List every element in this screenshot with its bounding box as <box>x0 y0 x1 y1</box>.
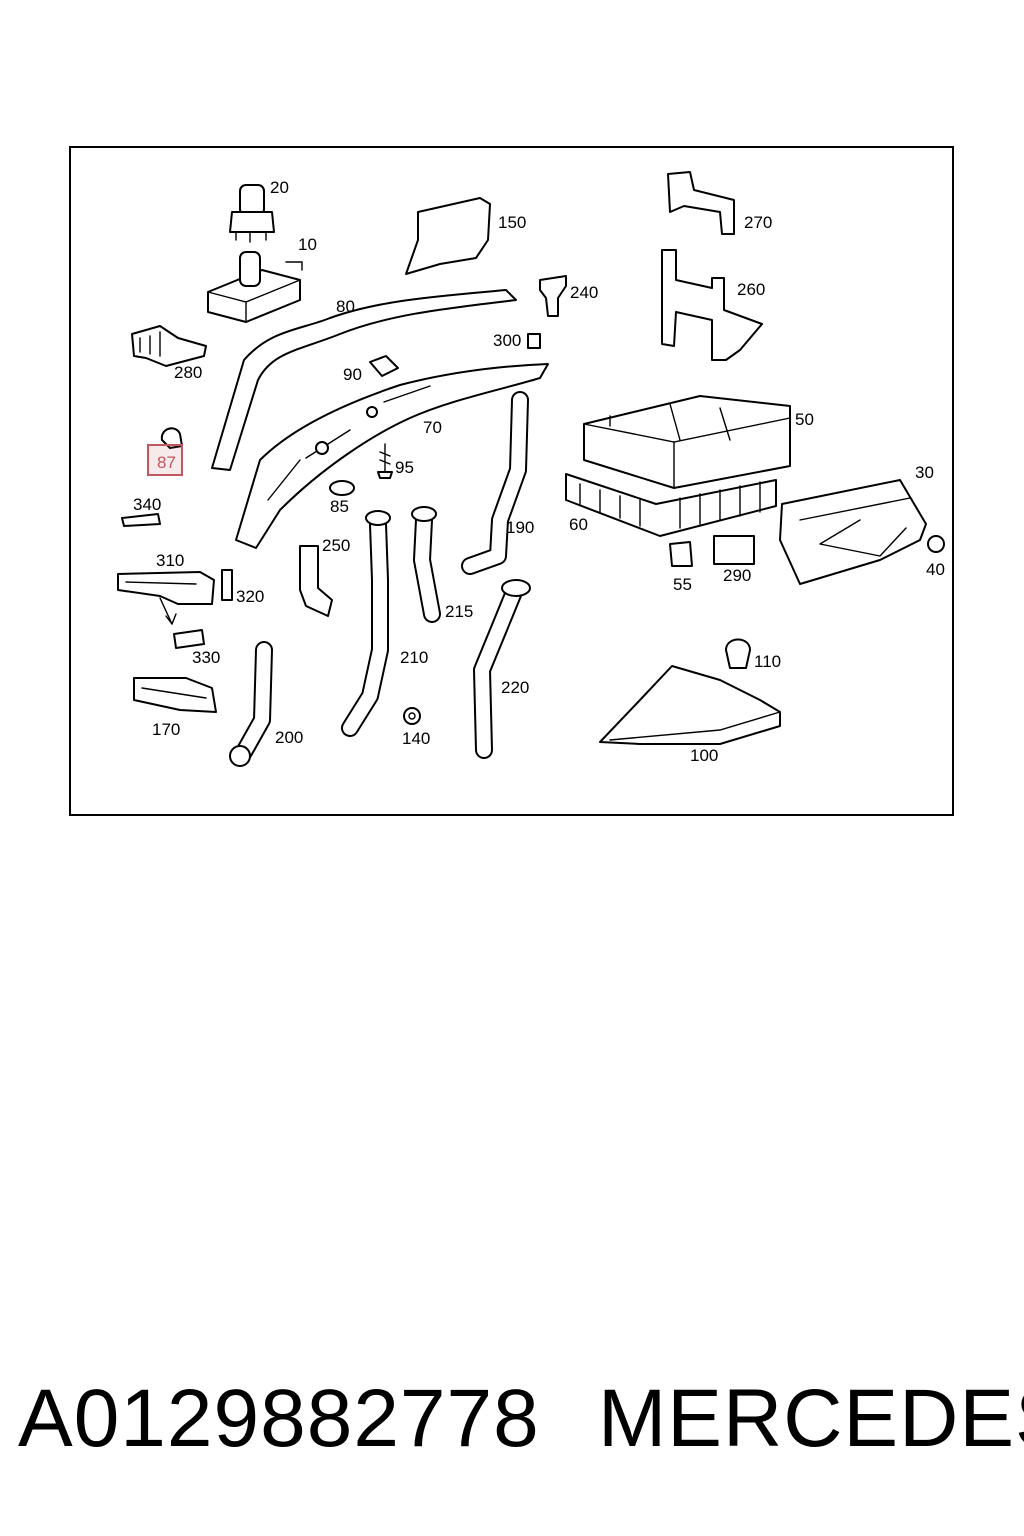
part-190-drawing <box>461 391 529 575</box>
part-215-drawing <box>411 506 441 623</box>
parts-diagram: 20 10 280 87 340 310 320 330 1 <box>117 171 945 767</box>
part-95-drawing <box>377 443 393 479</box>
callout-330: 330 <box>192 648 220 667</box>
part-240-drawing <box>539 275 567 317</box>
callout-95: 95 <box>395 458 414 477</box>
callout-55: 55 <box>673 575 692 594</box>
callout-10: 10 <box>298 235 317 254</box>
callout-70: 70 <box>423 418 442 437</box>
footer: A0129882778 MERCEDES <box>18 1372 1024 1464</box>
part-140-drawing <box>403 707 421 725</box>
callout-20: 20 <box>270 178 289 197</box>
callout-270: 270 <box>744 213 772 232</box>
callout-150: 150 <box>498 213 526 232</box>
callout-87-highlight-box <box>147 444 183 476</box>
part-330-drawing <box>173 629 205 649</box>
callout-210: 210 <box>400 648 428 667</box>
part-170-drawing <box>133 677 217 713</box>
part-320-drawing <box>221 569 233 601</box>
callout-260: 260 <box>737 280 765 299</box>
callout-300: 300 <box>493 331 521 350</box>
callout-320: 320 <box>236 587 264 606</box>
diagram-border <box>69 146 954 816</box>
callout-140: 140 <box>402 729 430 748</box>
part-310-drawing <box>117 571 215 625</box>
callout-80: 80 <box>336 297 355 316</box>
part-100-drawing <box>599 665 781 745</box>
callout-60: 60 <box>569 515 588 534</box>
part-290-drawing <box>713 535 755 565</box>
callout-85: 85 <box>330 497 349 516</box>
callout-290: 290 <box>723 566 751 585</box>
part-50-drawing <box>583 395 791 489</box>
callout-220: 220 <box>501 678 529 697</box>
callout-40: 40 <box>926 560 945 579</box>
part-20-drawing <box>229 184 275 243</box>
part-150-drawing <box>405 197 491 275</box>
callout-340: 340 <box>133 495 161 514</box>
part-number: A0129882778 <box>18 1373 540 1464</box>
part-260-drawing <box>661 249 763 361</box>
part-340-drawing <box>121 513 161 527</box>
callout-110: 110 <box>754 652 781 671</box>
callout-170: 170 <box>152 720 180 739</box>
callout-310: 310 <box>156 551 184 570</box>
callout-200: 200 <box>275 728 303 747</box>
part-40-drawing <box>927 535 945 553</box>
callout-30: 30 <box>915 463 934 482</box>
part-30-drawing <box>779 479 927 585</box>
callout-250: 250 <box>322 536 350 555</box>
callout-50: 50 <box>795 410 814 429</box>
part-90-drawing <box>369 355 399 377</box>
part-280-drawing <box>131 325 207 367</box>
part-200-drawing <box>229 641 273 767</box>
part-220-drawing <box>473 579 531 759</box>
part-210-drawing <box>341 510 391 737</box>
callout-100: 100 <box>690 746 718 765</box>
part-60-drawing <box>565 473 777 537</box>
part-70-drawing <box>235 363 549 549</box>
part-270-drawing <box>667 171 735 235</box>
brand-name: MERCEDES <box>598 1373 1024 1464</box>
part-250-drawing <box>299 545 333 617</box>
part-80-drawing <box>211 289 517 471</box>
callout-87: 87 <box>157 453 176 472</box>
callout-215: 215 <box>445 602 473 621</box>
part-55-drawing <box>669 541 693 567</box>
callout-90: 90 <box>343 365 362 384</box>
callout-280: 280 <box>174 363 202 382</box>
callout-190: 190 <box>506 518 534 537</box>
part-110-drawing <box>725 638 751 669</box>
part-10-drawing <box>207 251 303 323</box>
part-300-drawing <box>527 333 541 349</box>
callout-240: 240 <box>570 283 598 302</box>
part-85-drawing <box>329 480 355 496</box>
